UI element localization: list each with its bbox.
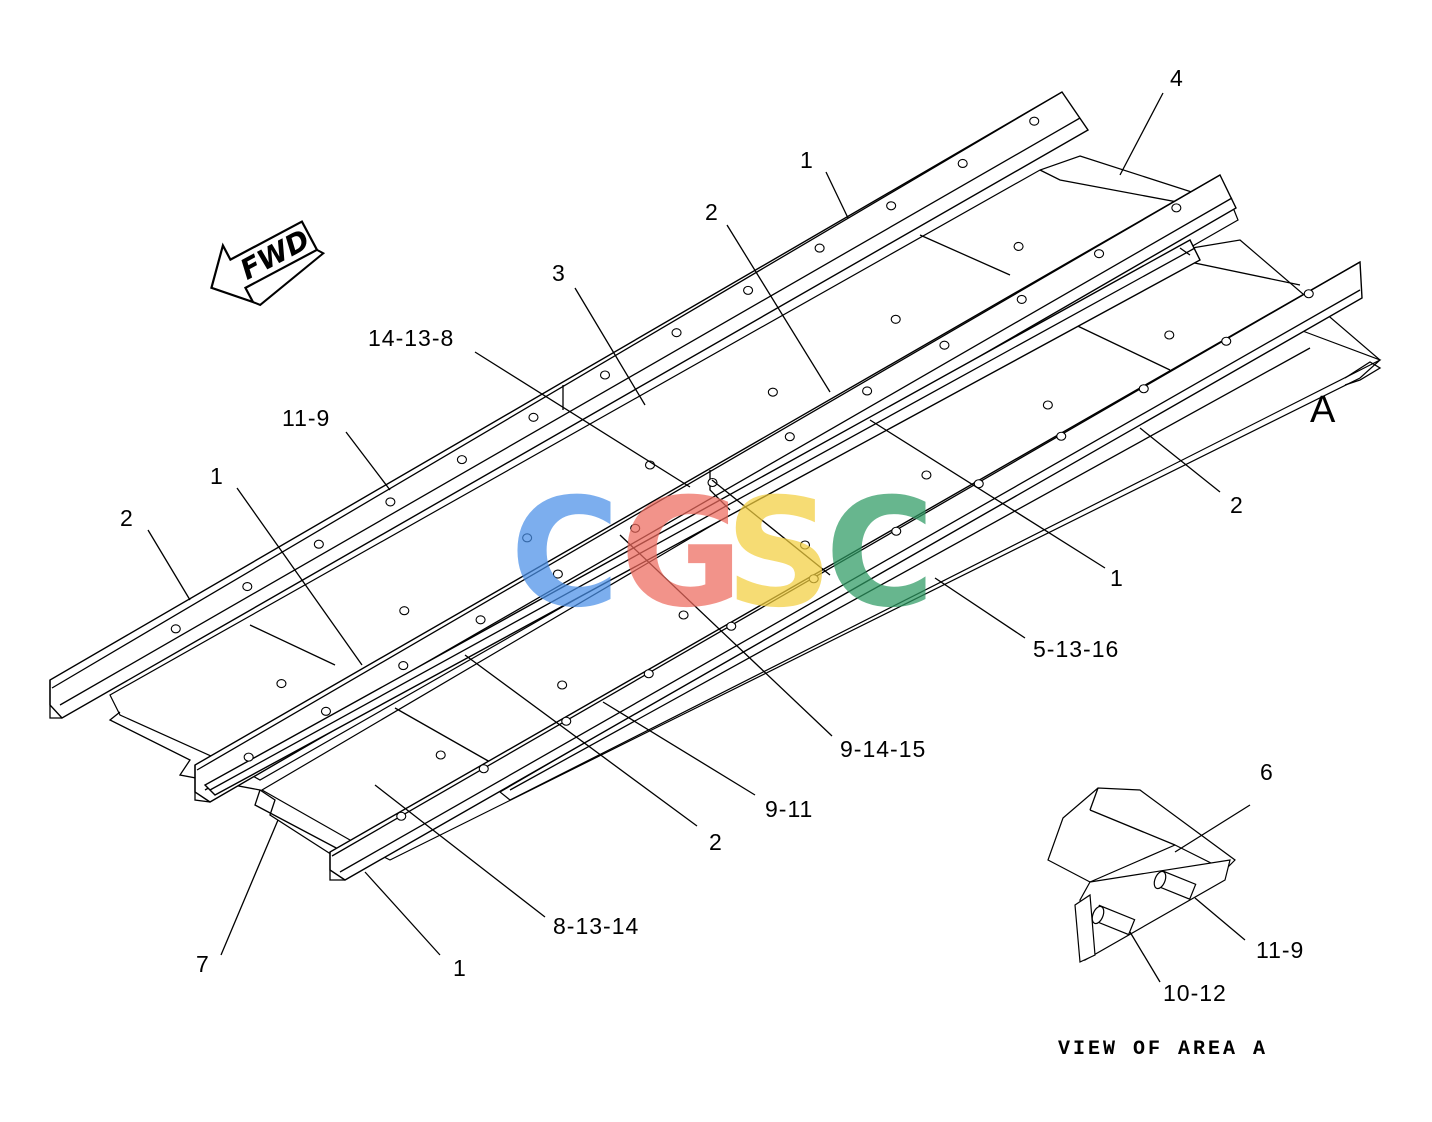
watermark-letter-2: G [620, 467, 743, 641]
bolt-hole [671, 328, 682, 338]
callout-2-left: 2 [120, 505, 134, 531]
floor-plates [108, 155, 1382, 861]
bolt-hole [522, 533, 533, 543]
bolt-hole [399, 606, 410, 616]
leader-lines [147, 92, 1221, 956]
callout-1-top: 1 [800, 147, 814, 173]
bolt-hole [475, 615, 486, 625]
bolt-hole [1171, 203, 1182, 213]
bolt-hole [814, 243, 825, 253]
angle-rails [49, 91, 1382, 881]
area-marker: A [1310, 389, 1336, 431]
bolt-hole [799, 540, 811, 550]
callout-8-13-14: 8-13-14 [553, 913, 639, 939]
bolt-hole [784, 432, 795, 442]
bolt-hole [890, 314, 901, 324]
bolt-hole [891, 526, 902, 536]
bolt-hole [276, 679, 287, 689]
callout-4: 4 [1170, 65, 1184, 91]
callout-labels: 1 4 2 3 14-13-8 11-9 1 2 2 1 5-13-16 9-1… [120, 65, 1336, 1061]
bolt-hole [678, 610, 689, 620]
bolt-hole [561, 716, 572, 726]
bolt-hole [1029, 116, 1040, 126]
callout-6: 6 [1260, 759, 1274, 785]
callout-2-bottom: 2 [709, 829, 723, 855]
callout-1-bottom: 1 [453, 955, 467, 981]
bolt-hole [1164, 330, 1175, 340]
callout-10-12: 10-12 [1163, 980, 1227, 1006]
bolt-hole [396, 811, 407, 821]
view-caption: VIEW OF AREA A [1058, 1038, 1268, 1061]
bolt-hole [1013, 241, 1024, 251]
bolt-hole [1016, 294, 1027, 304]
bolt-hole [1303, 289, 1314, 299]
bolt-hole [385, 497, 396, 507]
callout-5-13-16: 5-13-16 [1033, 636, 1119, 662]
callout-2-top: 2 [705, 199, 719, 225]
callout-7: 7 [196, 951, 210, 977]
bolt-hole [528, 412, 539, 422]
skirt-edge [108, 711, 341, 851]
bolt-hole [726, 621, 737, 631]
bolt-hole [643, 669, 654, 679]
bolt-hole [435, 750, 446, 760]
bolt-hole [1056, 431, 1067, 441]
watermark-letter-4: C [825, 467, 935, 641]
bolt-hole [599, 370, 611, 380]
callout-9-14-15: 9-14-15 [840, 736, 926, 762]
arrow-left-icon [210, 220, 319, 304]
bolt-hole [707, 477, 718, 488]
detail-bolt-upper [1153, 870, 1197, 900]
bolt-hole [957, 158, 968, 169]
bolt-holes [170, 116, 1314, 821]
detail-bolt-lower [1091, 904, 1136, 936]
bolt-hole [743, 285, 754, 295]
bolt-hole [456, 455, 467, 465]
bolt-hole [921, 470, 932, 480]
bolt-hole [398, 661, 409, 671]
bolt-hole [170, 624, 181, 634]
bolt-hole [478, 764, 489, 774]
watermark-letter-3: S [725, 467, 833, 641]
bolt-hole [242, 581, 253, 592]
bolt-hole [1221, 336, 1232, 346]
bolt-hole [557, 680, 568, 690]
callout-3: 3 [552, 260, 566, 286]
fwd-label: FWD [235, 223, 315, 287]
callout-2-right: 2 [1230, 492, 1244, 518]
bolt-hole [243, 752, 254, 762]
detail-view-area-a [1047, 787, 1251, 983]
bolt-hole [886, 201, 897, 211]
bolt-hole [939, 340, 950, 350]
bolt-hole [808, 574, 819, 584]
callout-1-mid-right: 1 [1110, 565, 1124, 591]
bolt-hole [1042, 400, 1053, 410]
bolt-hole [767, 387, 778, 397]
callout-9-11: 9-11 [765, 796, 813, 822]
callout-11-9-left: 11-9 [282, 405, 330, 431]
rail-bottom [329, 260, 1363, 881]
bolt-hole [1138, 384, 1149, 394]
watermark: C G S C [510, 467, 935, 641]
bolt-hole [1093, 249, 1105, 259]
bolt-hole [320, 706, 332, 716]
fwd-arrow: FWD [210, 220, 326, 307]
bolt-hole [630, 523, 641, 533]
callout-14-13-8: 14-13-8 [368, 325, 454, 351]
bolt-hole [552, 569, 563, 579]
callout-11-9-detail: 11-9 [1256, 937, 1304, 963]
bolt-hole [862, 386, 873, 396]
callout-1-left: 1 [210, 463, 224, 489]
bolt-hole [313, 539, 324, 549]
watermark-letter-1: C [510, 467, 620, 641]
